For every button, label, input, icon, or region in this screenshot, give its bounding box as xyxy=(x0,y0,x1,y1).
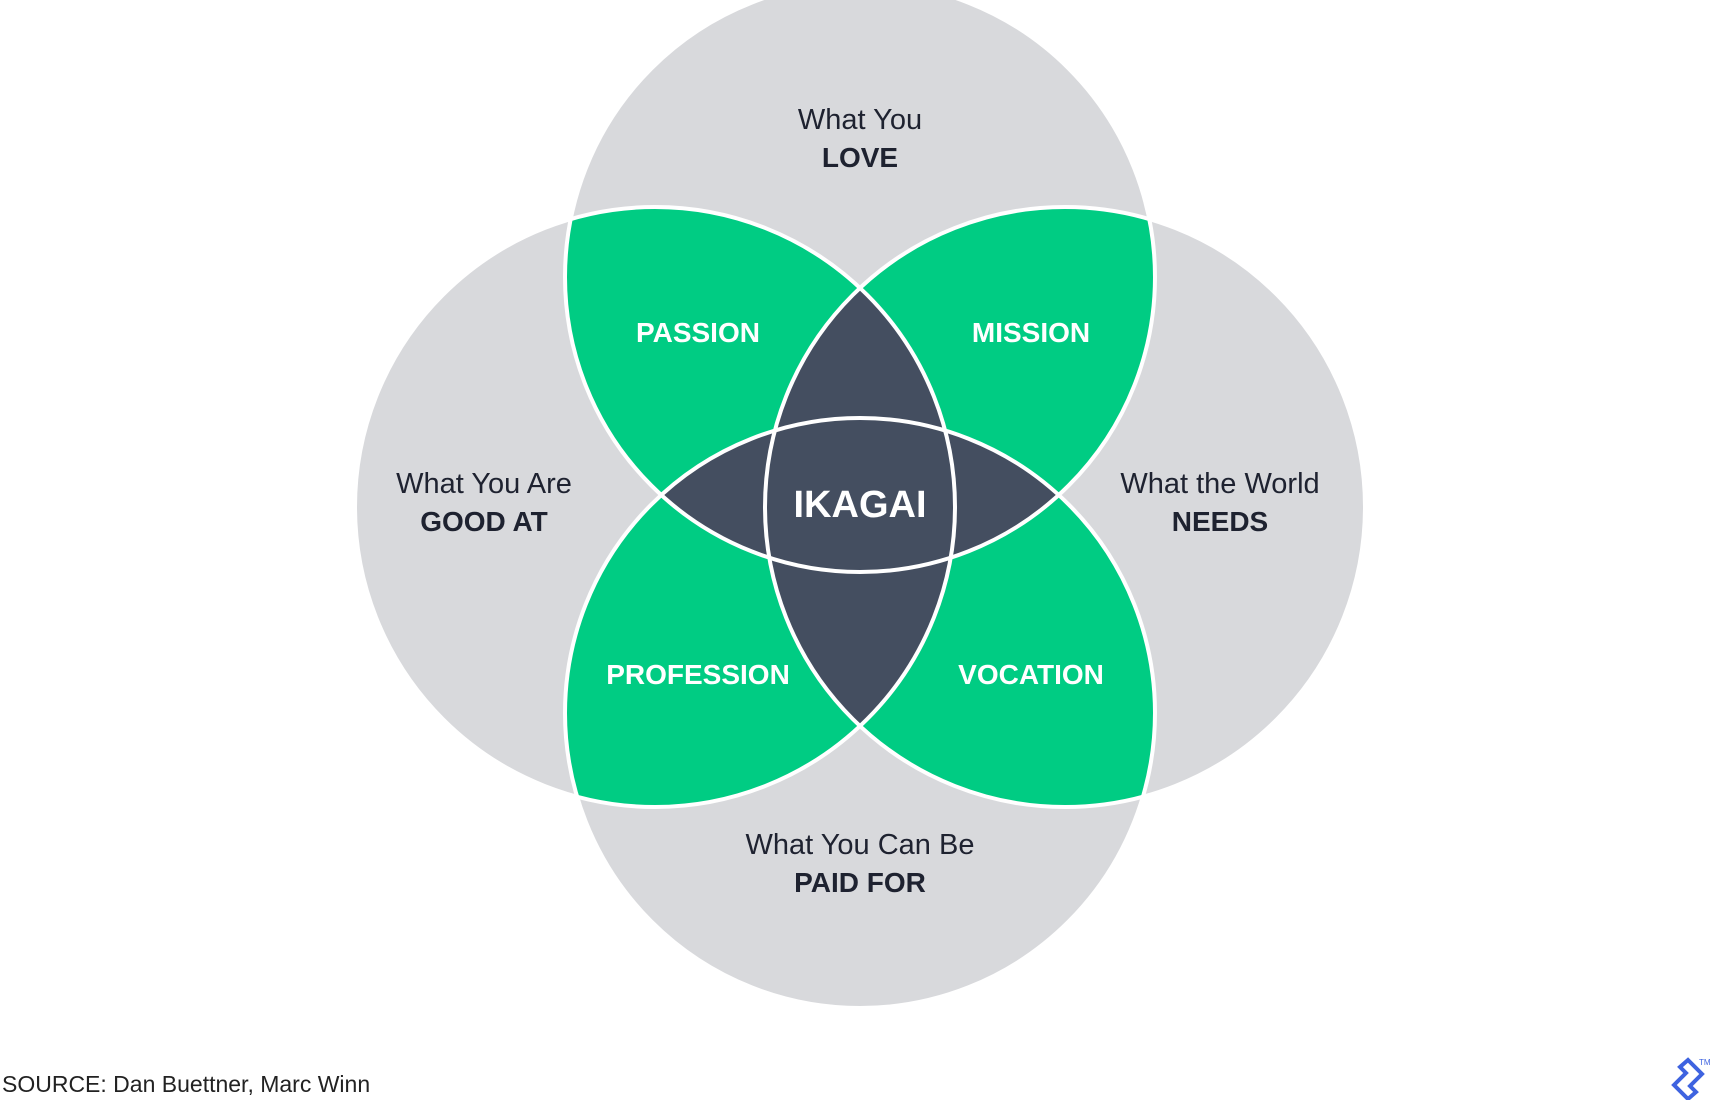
circle-love-outline xyxy=(563,0,1157,574)
world-needs-line1: What the World xyxy=(1120,468,1319,500)
paid-for-line2: PAID FOR xyxy=(794,867,926,898)
world-needs-line2: NEEDS xyxy=(1172,506,1268,537)
trademark-mark: TM xyxy=(1699,1058,1711,1067)
paid-for-line1: What You Can Be xyxy=(746,829,975,861)
love-line1: What You xyxy=(798,104,922,136)
circle-good-at-outline xyxy=(353,205,957,809)
ikagai-label: IKAGAI xyxy=(794,484,927,526)
circle-world-needs-outline xyxy=(763,205,1367,809)
passion-label: PASSION xyxy=(636,317,760,348)
source-caption: SOURCE: Dan Buettner, Marc Winn xyxy=(2,1071,371,1097)
vocation-label: VOCATION xyxy=(958,659,1104,690)
good-at-line2: GOOD AT xyxy=(420,506,548,537)
love-line2: LOVE xyxy=(822,142,898,173)
profession-label: PROFESSION xyxy=(606,659,790,690)
mission-label: MISSION xyxy=(972,317,1090,348)
good-at-line1: What You Are xyxy=(396,468,572,500)
toptal-logo-icon: TM xyxy=(1671,1057,1711,1100)
circle-paid-for-outline xyxy=(563,416,1157,1010)
